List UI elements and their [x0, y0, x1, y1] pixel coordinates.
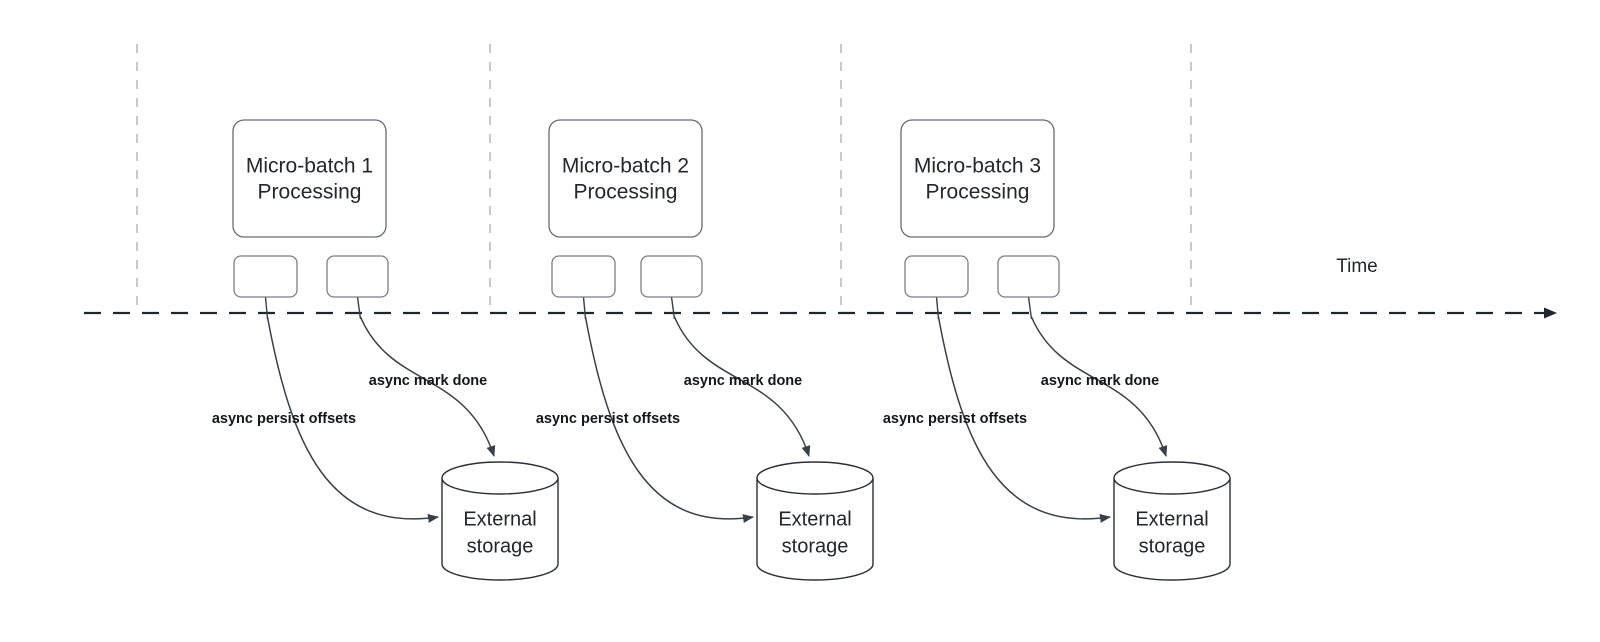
micro-batch-label-line2: Processing: [926, 181, 1030, 204]
external-storage-label-line2: storage: [1139, 535, 1206, 557]
external-storage-top[interactable]: [1113, 461, 1231, 495]
external-storage-label-line1: External: [778, 508, 851, 530]
micro-batch-label-line2: Processing: [574, 181, 678, 204]
persist-offsets-task[interactable]: [551, 255, 616, 298]
async-persist-offsets-label: async persist offsets: [883, 411, 1027, 427]
async-mark-done-arrow: [359, 316, 496, 457]
mark-done-task[interactable]: [997, 255, 1060, 298]
external-storage-top[interactable]: [756, 461, 874, 495]
async-persist-offsets-label: async persist offsets: [212, 411, 356, 427]
async-persist-offsets-arrow: [584, 316, 754, 523]
external-storage-body: [441, 478, 559, 581]
batch-boundaries: [136, 44, 1192, 313]
micro-batch-box[interactable]: [232, 119, 387, 238]
async-persist-offsets-stem: [582, 296, 587, 320]
micro-batch-box[interactable]: [900, 119, 1055, 238]
mark-done-task[interactable]: [640, 255, 703, 298]
async-mark-done-stem: [670, 296, 676, 320]
async-edges: async persist offsets async mark done asyn…: [212, 296, 1168, 523]
external-storage-label-line2: storage: [467, 535, 534, 557]
async-mark-done-label: async mark done: [1041, 373, 1159, 389]
async-mark-done-label: async mark done: [369, 373, 487, 389]
micro-batch-label-line1: Micro-batch 3: [914, 155, 1041, 178]
persist-offsets-task[interactable]: [233, 255, 298, 298]
micro-batch-label-line1: Micro-batch 1: [246, 155, 373, 178]
async-persist-offsets-stem: [935, 296, 940, 320]
external-storage-label-line2: storage: [782, 535, 849, 557]
mark-done-task[interactable]: [326, 255, 389, 298]
async-persist-offsets-arrow: [266, 316, 439, 523]
external-storage-label-line1: External: [1135, 508, 1208, 530]
batch-nodes: Micro-batch 1ProcessingExternalstorageMi…: [232, 119, 1231, 581]
persist-offsets-task[interactable]: [904, 255, 969, 298]
micro-batch-label-line1: Micro-batch 2: [562, 155, 689, 178]
async-mark-done-stem: [1027, 296, 1033, 320]
time-axis-label: Time: [1336, 256, 1378, 277]
async-mark-done-stem: [356, 296, 362, 320]
external-storage-top[interactable]: [441, 461, 559, 495]
async-persist-offsets-stem: [264, 296, 269, 320]
external-storage-body: [1113, 478, 1231, 581]
external-storage-label-line1: External: [463, 508, 536, 530]
async-persist-offsets-arrow: [937, 316, 1111, 523]
micro-batch-box[interactable]: [548, 119, 703, 238]
async-mark-done-arrow: [673, 316, 811, 457]
async-mark-done-label: async mark done: [684, 373, 802, 389]
external-storage-body: [756, 478, 874, 581]
micro-batch-label-line2: Processing: [258, 181, 362, 204]
async-persist-offsets-label: async persist offsets: [536, 411, 680, 427]
async-mark-done-arrow: [1030, 316, 1168, 457]
